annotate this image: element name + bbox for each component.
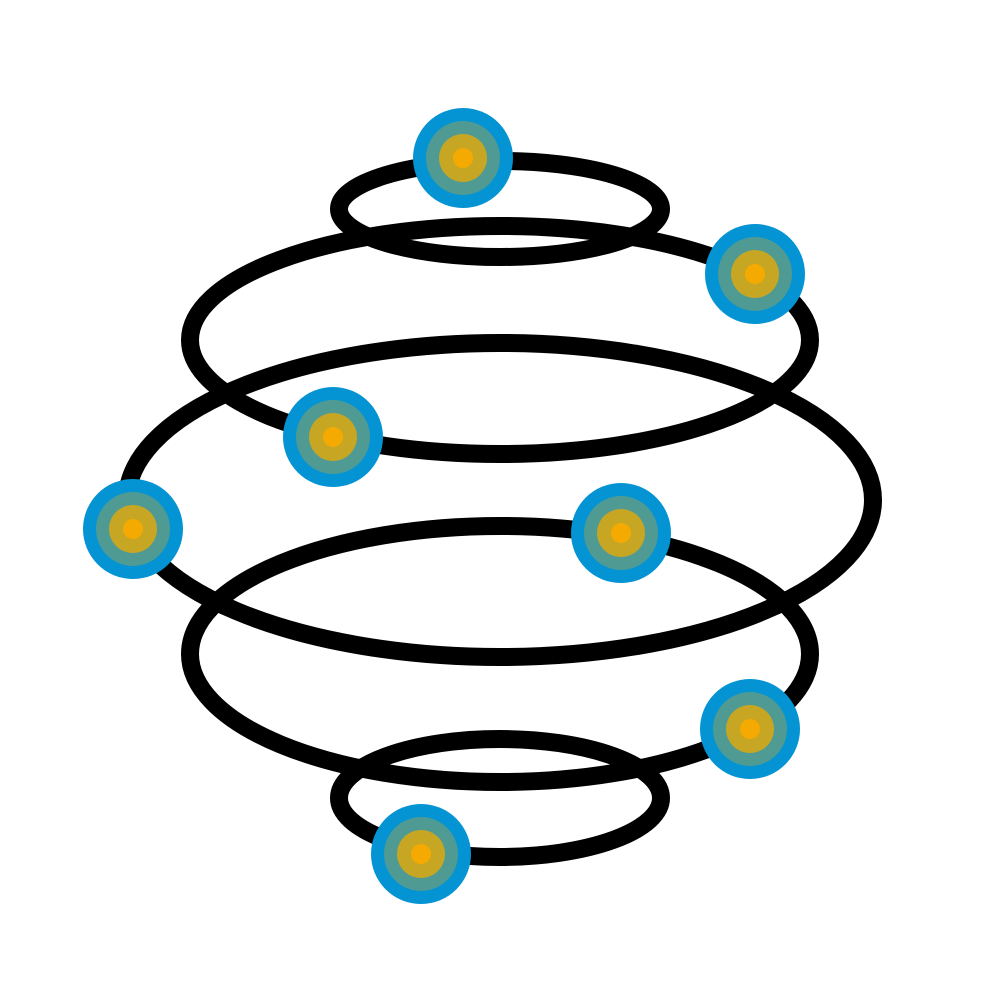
- ring-upper: [181, 217, 819, 463]
- ring-bottom: [330, 730, 670, 866]
- node-concentric-circle-icon: [700, 679, 800, 779]
- node-concentric-circle-icon: [413, 108, 513, 208]
- node-concentric-circle-icon: [83, 479, 183, 579]
- node-concentric-circle-icon: [371, 804, 471, 904]
- node-concentric-circle-icon: [705, 224, 805, 324]
- node-concentric-circle-icon: [283, 387, 383, 487]
- node-concentric-circle-icon: [571, 483, 671, 583]
- nodes: [83, 108, 805, 904]
- ring-lower: [181, 517, 819, 791]
